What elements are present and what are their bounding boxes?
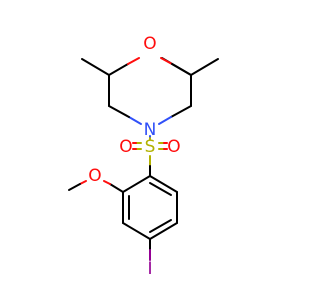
bond-aryl-o — [109, 183, 124, 193]
ring-bond-3 — [122, 222, 151, 240]
sulfonyl-oxygen-right-label: O — [167, 137, 180, 157]
bond-o-methyl-colored — [79, 180, 87, 185]
ring-oxygen-label: O — [143, 34, 156, 54]
ring-bond-6-inner — [149, 182, 172, 196]
ring-bond-6 — [149, 175, 178, 193]
molecule-drawing: O N S O O O I — [68, 34, 219, 279]
bond-c6-o-colored — [127, 57, 140, 65]
ring-bond-4-inner — [149, 219, 172, 233]
ring-bond-4 — [149, 222, 178, 240]
bond-o-c2 — [171, 63, 192, 76]
bond-c4-n — [170, 105, 192, 118]
iodine-label: I — [147, 259, 152, 279]
methyl-left-bond — [81, 58, 110, 76]
bond-n-c5-colored — [128, 116, 142, 125]
sulfur-label: S — [145, 137, 156, 157]
bond-c6-o — [108, 63, 129, 76]
ring-nitrogen-label: N — [144, 120, 157, 140]
bond-aryl-o-colored — [103, 180, 111, 185]
ring-bond-1 — [122, 175, 151, 193]
structure-canvas: O N S O O O I — [68, 34, 219, 279]
bond-o-methyl — [68, 183, 81, 191]
methyl-right-bond — [190, 58, 219, 76]
bond-n-c5 — [108, 105, 130, 118]
bond-o-c2-colored — [160, 57, 173, 65]
benzene-ring — [122, 175, 178, 240]
sulfonyl-oxygen-left-label: O — [119, 137, 132, 157]
morpholine-ring — [108, 57, 192, 125]
methoxy-oxygen-label: O — [88, 166, 101, 186]
bond-c4-n-colored — [158, 116, 172, 125]
sulfonyl-double-bonds — [132, 142, 168, 150]
